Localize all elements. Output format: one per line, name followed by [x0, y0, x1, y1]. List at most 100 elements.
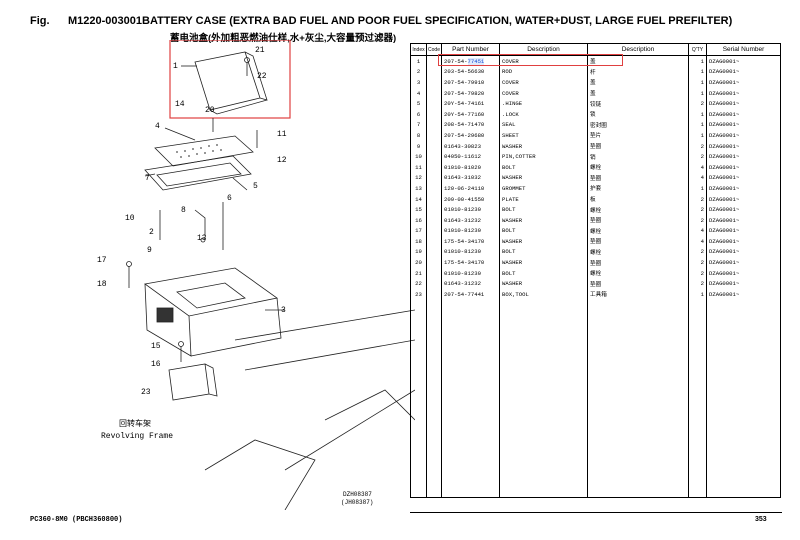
row-index: 1	[410, 55, 427, 67]
row-serial: DZAG0001~	[706, 214, 781, 226]
row-serial: DZAG0001~	[706, 236, 781, 247]
row-description-cn: 垫圈	[587, 236, 689, 247]
empty-cell	[688, 299, 707, 498]
callout-16: 16	[151, 360, 161, 369]
row-description-cn: 护套	[587, 183, 689, 194]
row-index: 7	[410, 119, 427, 131]
row-serial: DZAG0001~	[706, 66, 781, 78]
row-description-cn: 垫圈	[587, 140, 689, 152]
row-index: 9	[410, 140, 427, 152]
col-part-number: Part Number	[441, 43, 500, 56]
row-description: PLATE	[499, 193, 588, 205]
row-part-number: 209-00-41550	[441, 193, 500, 205]
row-index: 11	[410, 161, 427, 173]
row-code	[426, 193, 442, 205]
row-part-number: 207-54-79820	[441, 87, 500, 99]
row-part-number: 175-54-34170	[441, 236, 500, 247]
row-part-number: 120-06-24110	[441, 183, 500, 194]
row-index: 3	[410, 77, 427, 88]
selected-text[interactable]: 77451	[467, 57, 485, 65]
row-part-number: 20Y-54-74161	[441, 98, 500, 109]
callout-13: 13	[197, 234, 207, 243]
row-code	[426, 183, 442, 194]
row-description: BOLT	[499, 246, 588, 258]
row-qty: 2	[688, 151, 707, 162]
row-part-number: 207-54-29680	[441, 130, 500, 141]
row-part-number: 01643-31032	[441, 172, 500, 184]
callout-18: 18	[97, 280, 107, 289]
row-serial: DZAG0001~	[706, 151, 781, 162]
callout-7: 7	[145, 174, 150, 183]
row-description: .HINGE	[499, 98, 588, 109]
empty-cell	[410, 299, 427, 498]
row-code	[426, 108, 442, 120]
row-description-cn: 杆	[587, 66, 689, 78]
row-qty: 2	[688, 193, 707, 205]
row-qty: 1	[688, 108, 707, 120]
row-code	[426, 214, 442, 226]
row-part-number: 01643-31232	[441, 214, 500, 226]
row-description: WASHER	[499, 214, 588, 226]
row-serial: DZAG0001~	[706, 55, 781, 67]
row-qty: 2	[688, 257, 707, 268]
row-index: 18	[410, 236, 427, 247]
row-serial: DZAG0001~	[706, 130, 781, 141]
row-index: 21	[410, 267, 427, 279]
row-serial: DZAG0001~	[706, 183, 781, 194]
row-description-cn: 铰链	[587, 98, 689, 109]
row-qty: 2	[688, 98, 707, 109]
callout-9: 9	[147, 246, 152, 255]
row-description-cn: 垫圈	[587, 172, 689, 184]
row-code	[426, 66, 442, 78]
row-serial: DZAG0001~	[706, 87, 781, 99]
row-serial: DZAG0001~	[706, 98, 781, 109]
row-part-number: 01643-31232	[441, 278, 500, 290]
empty-cell	[706, 299, 781, 498]
row-description: WASHER	[499, 140, 588, 152]
empty-cell	[426, 299, 442, 498]
row-serial: DZAG0001~	[706, 108, 781, 120]
row-description: BOX,TOOL	[499, 289, 588, 300]
callout-2: 2	[149, 228, 154, 237]
row-code	[426, 204, 442, 215]
row-description: BOLT	[499, 267, 588, 279]
row-qty: 2	[688, 267, 707, 279]
row-part-number: 175-54-34170	[441, 257, 500, 268]
row-part-number: 01010-81230	[441, 204, 500, 215]
row-index: 19	[410, 246, 427, 258]
callout-6: 6	[227, 194, 232, 203]
row-description-cn: 螺栓	[587, 225, 689, 237]
row-code	[426, 151, 442, 162]
empty-cell	[499, 299, 588, 498]
row-qty: 2	[688, 140, 707, 152]
row-serial: DZAG0001~	[706, 77, 781, 88]
callout-17: 17	[97, 256, 107, 265]
row-qty: 2	[688, 246, 707, 258]
row-code	[426, 257, 442, 268]
col-index: Index	[410, 43, 427, 56]
row-description: BOLT	[499, 161, 588, 173]
